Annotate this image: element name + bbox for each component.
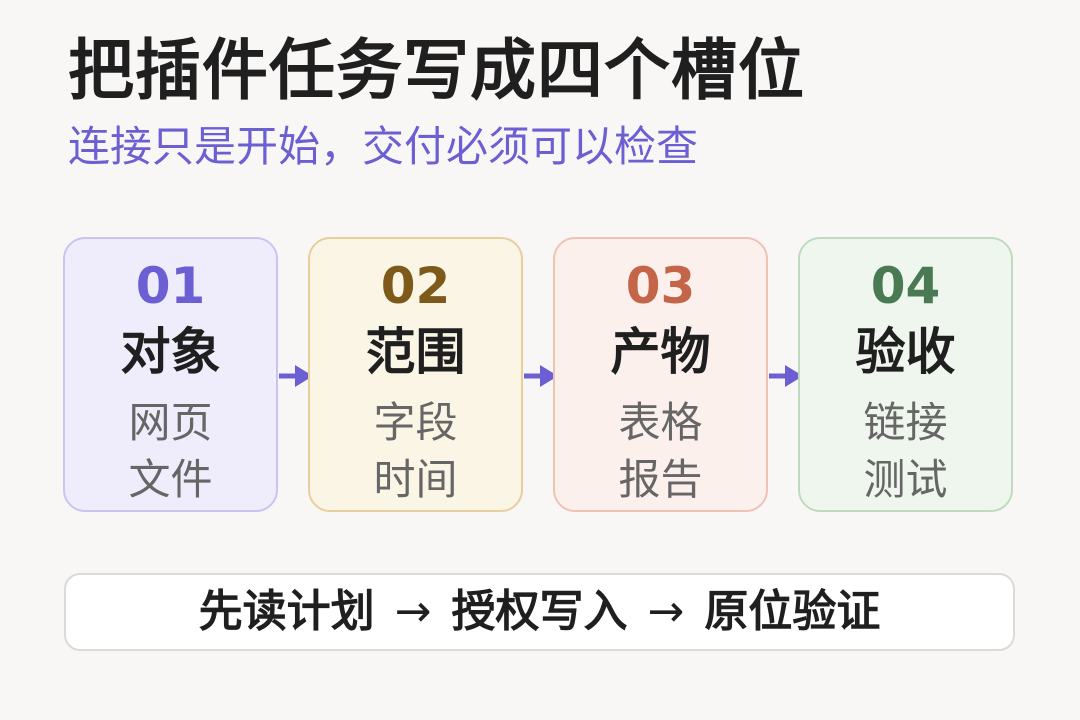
slot-card-scope: 02 范围 字段 时间 [308, 237, 523, 512]
slot-number: 04 [870, 257, 941, 315]
slot-heading: 对象 [120, 323, 221, 381]
slot-card-output: 03 产物 表格 报告 [553, 237, 768, 512]
slot-example: 网页 [128, 398, 213, 447]
slot-number: 03 [625, 257, 696, 315]
slot-number: 01 [135, 257, 206, 315]
slot-example: 字段 [373, 398, 458, 447]
slot-heading: 产物 [610, 323, 711, 381]
workflow-step-read-plan: 先读计划 [198, 586, 375, 637]
slot-example: 表格 [618, 398, 703, 447]
slot-heading: 范围 [365, 323, 466, 381]
slot-example: 文件 [128, 455, 213, 504]
slot-card-acceptance: 04 验收 链接 测试 [798, 237, 1013, 512]
slot-example: 报告 [618, 455, 703, 504]
right-arrow-icon [769, 365, 803, 387]
right-arrow-icon [279, 365, 313, 387]
workflow-arrow: → [647, 586, 685, 637]
slot-heading: 验收 [855, 323, 956, 381]
slot-example: 测试 [863, 455, 948, 504]
workflow-step-authorize-write: 授权写入 [451, 586, 628, 637]
slot-number: 02 [380, 257, 451, 315]
slot-example: 链接 [863, 398, 948, 447]
page-title: 把插件任务写成四个槽位 [68, 32, 805, 109]
slot-example: 时间 [373, 455, 458, 504]
page-subtitle: 连接只是开始，交付必须可以检查 [68, 122, 699, 171]
workflow-arrow: → [394, 586, 432, 637]
workflow-banner: 先读计划 → 授权写入 → 原位验证 [64, 573, 1015, 651]
slot-card-object: 01 对象 网页 文件 [63, 237, 278, 512]
right-arrow-icon [524, 365, 558, 387]
workflow-step-verify-in-place: 原位验证 [704, 586, 881, 637]
